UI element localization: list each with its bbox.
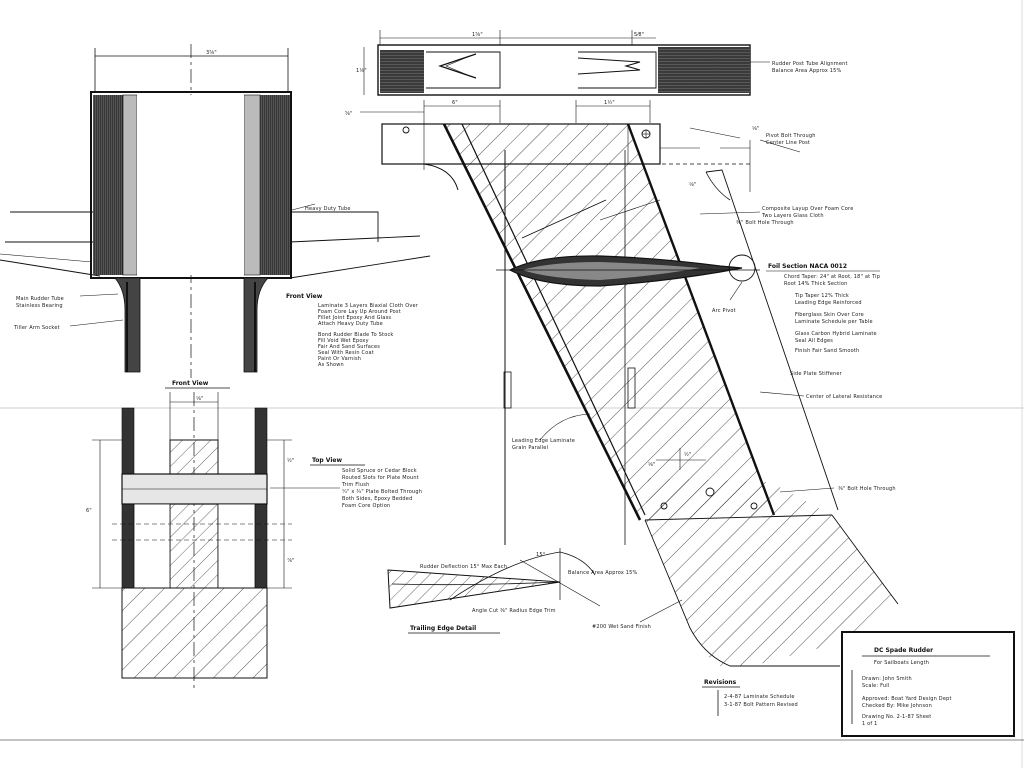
svg-text:Fair And Sand Surfaces: Fair And Sand Surfaces [318,344,380,350]
svg-text:Glass Carbon Hybrid Laminate: Glass Carbon Hybrid Laminate [795,331,877,337]
post-note: Main Rudder Tube [16,296,64,302]
svg-text:¼" x ¾" Plate Bolted Through: ¼" x ¾" Plate Bolted Through [342,489,422,495]
svg-text:For Sailboats Length: For Sailboats Length [874,660,929,666]
svg-text:Routed Slots for Plate Mount: Routed Slots for Plate Mount [342,475,419,481]
svg-text:Trim Flush: Trim Flush [341,482,369,488]
svg-text:Grain Parallel: Grain Parallel [512,445,548,451]
svg-text:Trailing Edge Detail: Trailing Edge Detail [410,625,476,632]
svg-text:Revisions: Revisions [704,679,737,686]
top-view-label: Front View [172,380,209,387]
section-view-post: Front View ⅛" 6" ½" ⅞" [86,380,295,690]
hub-note: Heavy Duty Tube [305,206,351,212]
svg-text:Checked By: Mike Johnson: Checked By: Mike Johnson [862,703,932,709]
rudder-blade: ½" ⅛" [423,123,899,667]
front-view-notes: Front View Laminate 3 Layers Biaxial Clo… [286,293,419,368]
svg-text:Arc Pivot: Arc Pivot [712,308,736,314]
trailing-edge-detail: 15° Rudder Deflection 15° Max Each Angle… [387,548,683,634]
svg-text:⅝": ⅝" [345,111,353,117]
svg-text:1⅛": 1⅛" [356,68,367,74]
title-block: DC Spade Rudder For Sailboats Length Dra… [841,631,1015,737]
svg-text:Pivot Bolt Through: Pivot Bolt Through [766,133,816,139]
svg-text:Foam Core Option: Foam Core Option [342,503,390,509]
svg-text:Root 14% Thick Section: Root 14% Thick Section [784,281,847,287]
svg-text:Leading Edge Reinforced: Leading Edge Reinforced [795,300,862,306]
svg-text:Laminate Schedule per Table: Laminate Schedule per Table [795,319,873,325]
svg-text:⅛": ⅛" [752,126,760,132]
svg-text:Laminate 3 Layers Biaxial Clot: Laminate 3 Layers Biaxial Cloth Over [318,303,419,309]
rudder-head-block: 1⅝" 5⁄8" 1⅛" Rudder Post Tube Alignment … [356,30,848,96]
svg-text:Approved: Boat Yard Design Dep: Approved: Boat Yard Design Dept [862,696,952,702]
svg-text:6": 6" [86,508,92,514]
svg-text:⅜" Bolt Hole Through: ⅜" Bolt Hole Through [838,486,896,492]
svg-text:⅛": ⅛" [196,396,204,402]
svg-text:Balance Area Approx 15%: Balance Area Approx 15% [772,68,842,74]
svg-text:⅛": ⅛" [689,182,697,188]
svg-text:½": ½" [684,451,692,458]
svg-text:Rudder Deflection 15° Max Each: Rudder Deflection 15° Max Each [420,564,507,570]
svg-text:Angle Cut ⅜" Radius Edge Trim: Angle Cut ⅜" Radius Edge Trim [472,608,556,614]
svg-text:Top View: Top View [312,457,342,464]
svg-text:Balance Area Approx 15%: Balance Area Approx 15% [568,570,638,576]
svg-text:Solid Spruce or Cedar Block: Solid Spruce or Cedar Block [342,468,417,474]
svg-text:3-1-87 Bolt Pattern Revised: 3-1-87 Bolt Pattern Revised [724,702,798,708]
svg-text:Both Sides, Epoxy Bedded: Both Sides, Epoxy Bedded [342,496,412,502]
post-note-3: Tiller Arm Socket [13,325,60,331]
airfoil-note-1: Composite Layup Over Foam Core [762,206,853,212]
svg-text:Paint Or Varnish: Paint Or Varnish [318,356,361,362]
right-wall-laminate [260,95,290,275]
svg-text:Seal All Edges: Seal All Edges [795,338,833,344]
svg-text:Fill Void Wet Epoxy: Fill Void Wet Epoxy [318,338,369,344]
drawing-title: DC Spade Rudder [874,647,933,654]
svg-text:Bond Rudder Blade To Stock: Bond Rudder Blade To Stock [318,332,394,338]
post-note-2: Stainless Bearing [16,303,63,309]
revisions-block: Revisions 2-4-87 Laminate Schedule 3-1-8… [702,679,798,716]
svg-text:Side Plate Stiffener: Side Plate Stiffener [790,371,843,377]
svg-text:½": ½" [287,457,295,464]
front-view-post: 3⅝" [0,44,431,378]
svg-text:Tip Taper 12% Thick: Tip Taper 12% Thick [794,293,849,299]
section-note: Foil Section NACA 0012 [768,263,847,270]
svg-text:Foam Core Lay Up Around Post: Foam Core Lay Up Around Post [318,309,401,315]
svg-text:6": 6" [452,100,458,106]
svg-text:Center Line Post: Center Line Post [766,140,810,146]
svg-text:15°: 15° [536,552,546,558]
dim-top-width: 3⅝" [206,50,217,56]
svg-text:1½": 1½" [604,99,615,106]
svg-text:Attach Heavy Duty Tube: Attach Heavy Duty Tube [318,321,383,327]
svg-text:Scale: Full: Scale: Full [862,683,889,689]
top-view-notes: Top View Solid Spruce or Cedar Block Rou… [270,457,422,509]
svg-text:Fiberglass Skin Over Core: Fiberglass Skin Over Core [795,312,864,318]
svg-text:Chord Taper: 24" at Root, 18": Chord Taper: 24" at Root, 18" at Tip [784,274,880,280]
svg-text:Leading Edge Laminate: Leading Edge Laminate [512,438,575,444]
svg-text:5⁄8": 5⁄8" [634,32,644,38]
svg-text:Drawing No. 2-1-87 Sheet: Drawing No. 2-1-87 Sheet [862,714,931,720]
airfoil-note-2: Two Layers Glass Cloth [761,213,824,219]
svg-text:Drawn: John Smith: Drawn: John Smith [862,676,912,682]
svg-text:2-4-87 Laminate Schedule: 2-4-87 Laminate Schedule [724,694,795,700]
svg-text:Rudder Post Tube Alignment: Rudder Post Tube Alignment [772,61,848,67]
left-wall-laminate [93,95,123,275]
svg-text:1 of 1: 1 of 1 [862,721,878,727]
svg-text:Finish Fair Sand Smooth: Finish Fair Sand Smooth [795,348,859,354]
svg-text:⅛": ⅛" [648,462,656,468]
svg-text:#200 Wet Sand Finish: #200 Wet Sand Finish [592,624,651,630]
svg-text:Seal With Resin Coat: Seal With Resin Coat [318,350,374,356]
svg-text:⅞": ⅞" [287,558,295,564]
svg-text:1⅝": 1⅝" [472,32,483,38]
svg-text:⅜" Bolt Hole Through: ⅜" Bolt Hole Through [736,220,794,226]
svg-text:As Shown: As Shown [318,362,344,368]
svg-text:Fillet Joint Epoxy And Glass: Fillet Joint Epoxy And Glass [318,315,391,321]
svg-text:Center of Lateral Resistance: Center of Lateral Resistance [806,394,882,400]
svg-text:Front View: Front View [286,293,323,300]
